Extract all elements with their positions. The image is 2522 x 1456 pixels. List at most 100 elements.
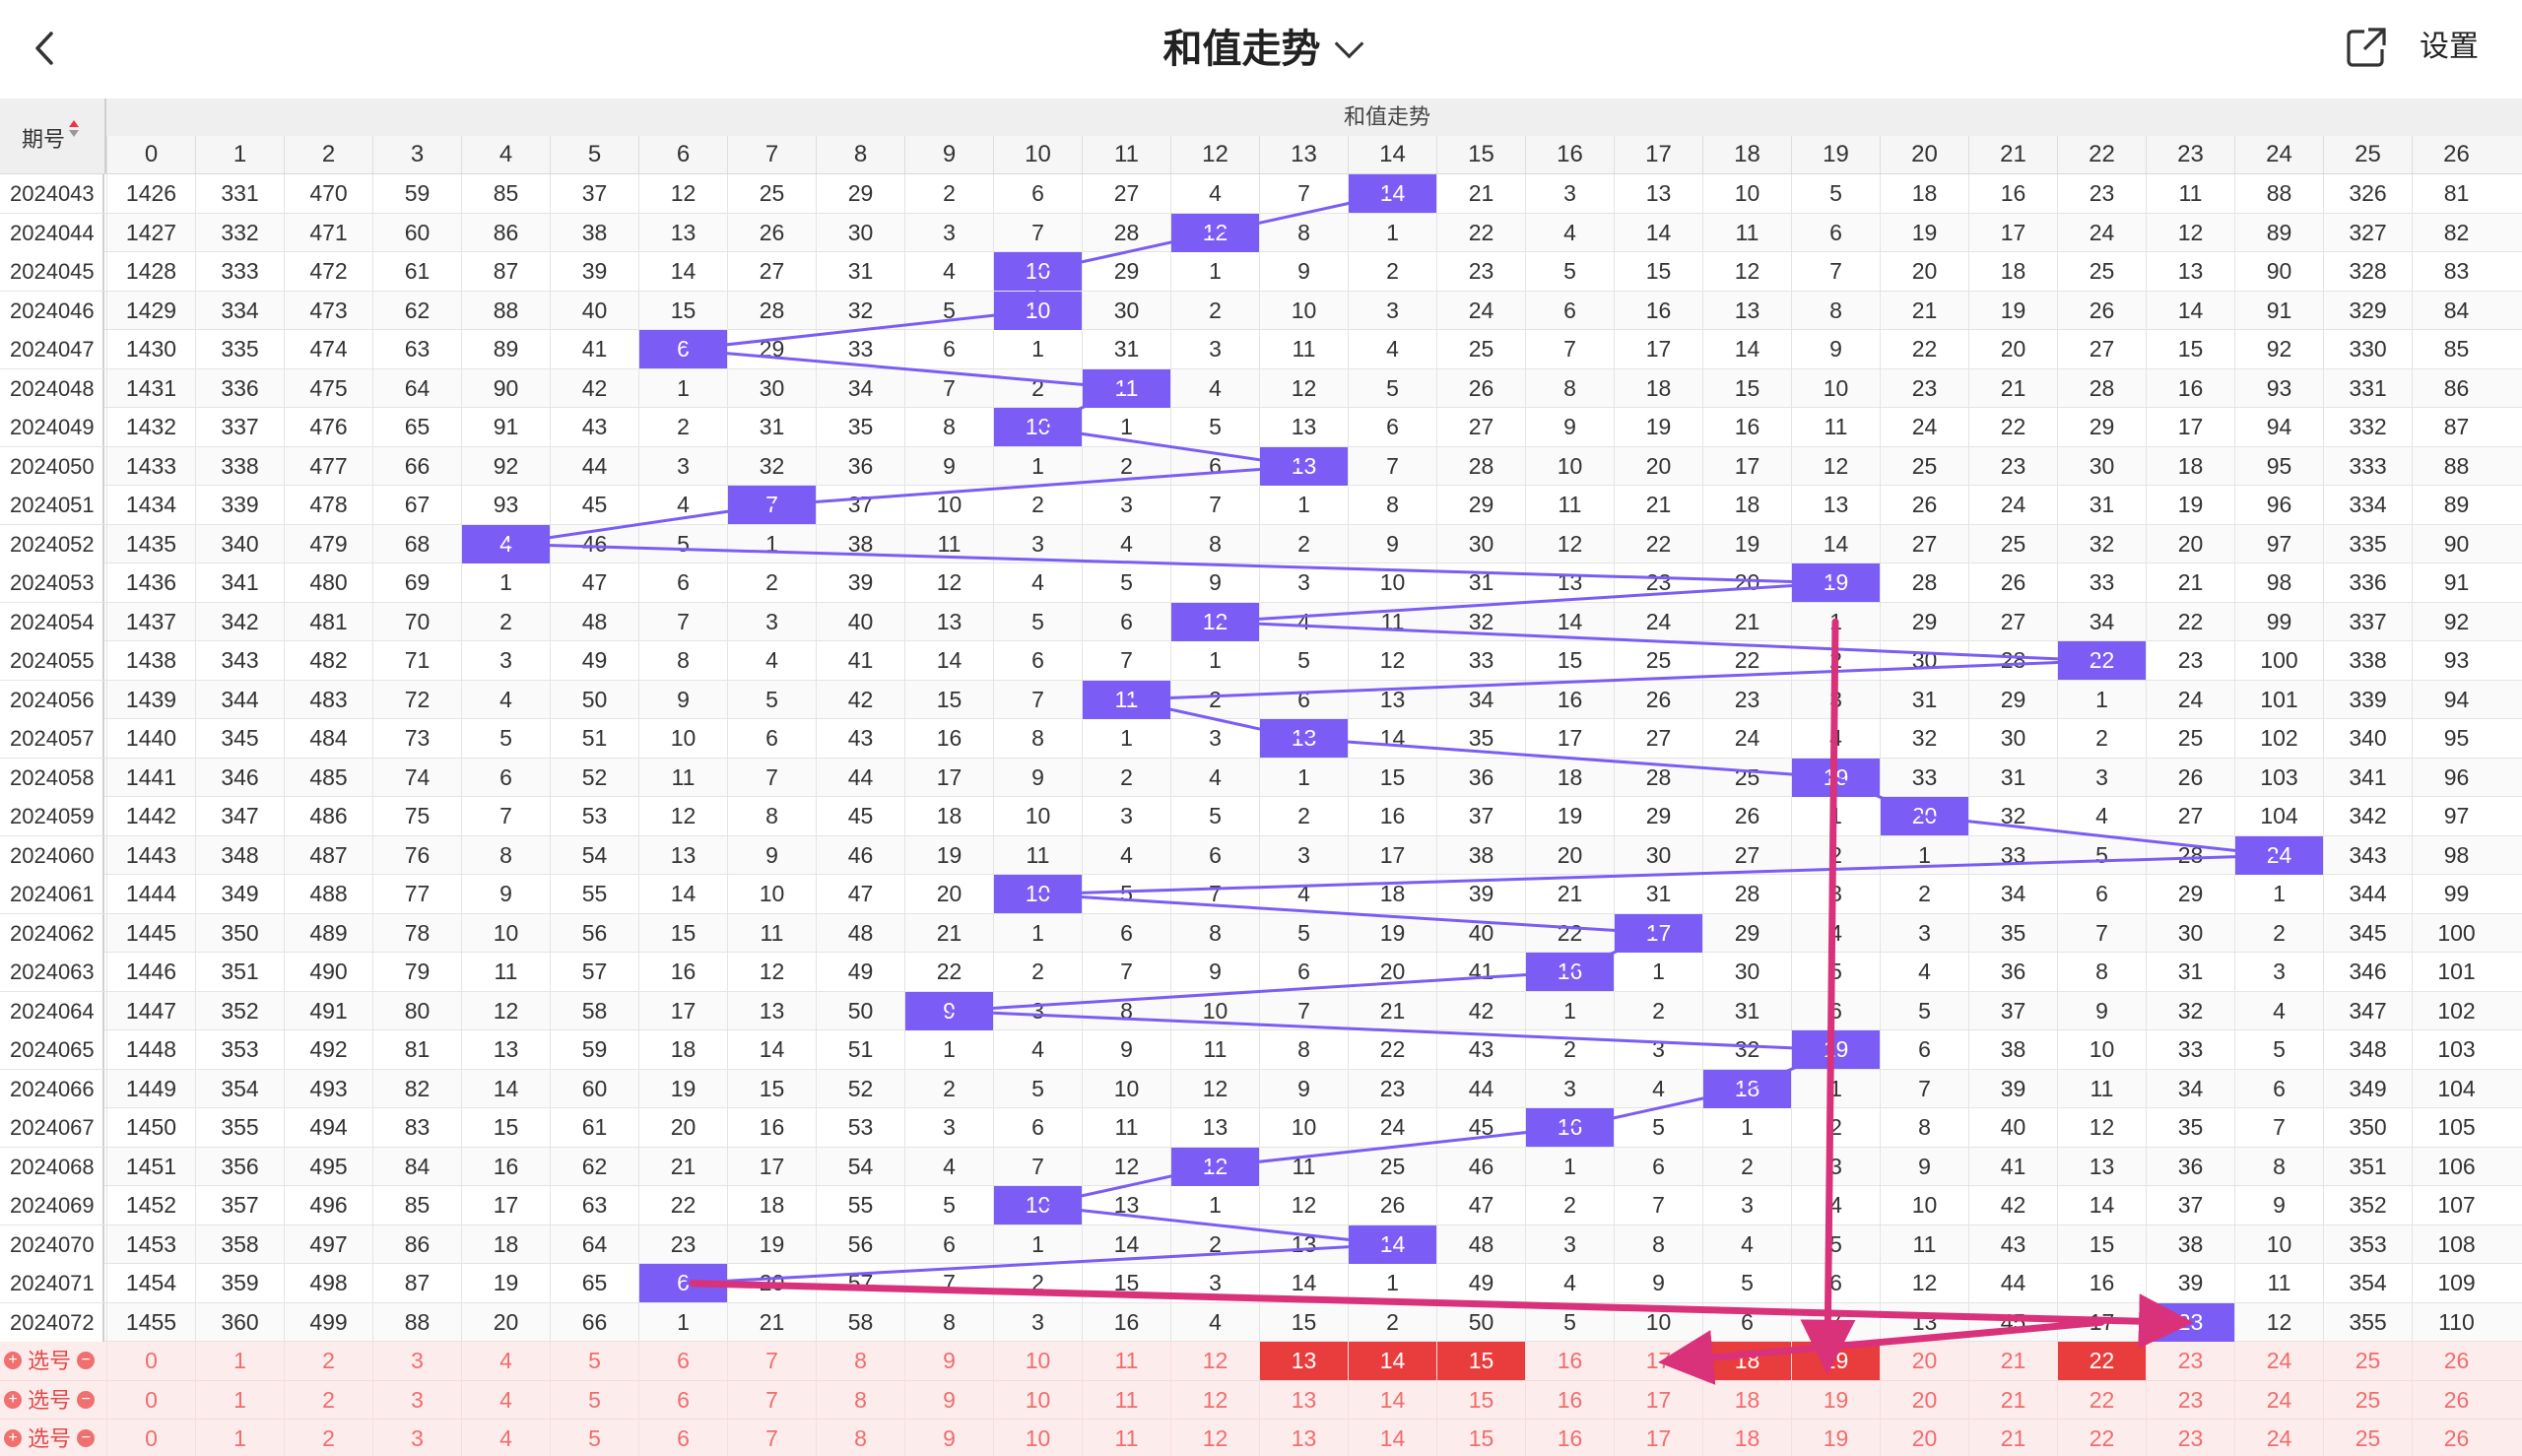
select-number-cell[interactable]: 14 (1348, 1380, 1436, 1420)
select-number-cell[interactable]: 23 (2146, 1342, 2234, 1380)
select-number-cell[interactable]: 6 (638, 1420, 727, 1456)
select-number-cell[interactable]: 21 (1968, 1420, 2057, 1456)
select-number-cell[interactable]: 20 (1880, 1420, 1968, 1456)
select-number-cell[interactable]: 2 (284, 1342, 372, 1380)
back-arrow-icon[interactable] (26, 26, 65, 71)
select-number-cell[interactable]: 26 (2412, 1342, 2500, 1380)
select-number-cell[interactable]: 22 (2057, 1380, 2146, 1420)
select-number-cell[interactable]: 18 (1702, 1420, 1791, 1456)
select-number-cell[interactable]: 25 (2323, 1380, 2412, 1420)
select-number-cell[interactable]: 16 (1525, 1420, 1614, 1456)
select-number-cell[interactable]: 0 (106, 1380, 195, 1420)
plus-circle-icon[interactable]: + (4, 1429, 22, 1448)
select-number-cell[interactable]: 21 (1968, 1380, 2057, 1420)
select-number-cell[interactable]: 20 (1880, 1380, 1968, 1420)
select-number-cell[interactable]: 4 (461, 1380, 550, 1420)
select-number-cell[interactable]: 2 (284, 1380, 372, 1420)
select-number-cell[interactable]: 11 (1082, 1380, 1170, 1420)
select-number-cell[interactable]: 8 (816, 1342, 904, 1380)
period-column-header[interactable]: 期号 (0, 99, 106, 173)
select-number-cell[interactable]: 5 (550, 1380, 638, 1420)
select-number-cell[interactable]: 17 (1614, 1342, 1702, 1380)
select-number-cell[interactable]: 25 (2323, 1420, 2412, 1456)
select-number-cell[interactable]: 15 (1436, 1380, 1525, 1420)
select-number-cell[interactable]: 7 (727, 1342, 816, 1380)
plus-circle-icon[interactable]: + (4, 1390, 22, 1409)
select-number-cell[interactable]: 5 (550, 1342, 638, 1380)
select-number-cell[interactable]: 23 (2146, 1380, 2234, 1420)
value-cell: 28 (2057, 368, 2146, 408)
select-number-cell[interactable]: 18 (1702, 1380, 1791, 1420)
select-number-cell[interactable]: 7 (727, 1420, 816, 1456)
select-number-cell[interactable]: 17 (1614, 1380, 1702, 1420)
select-number-cell[interactable]: 14 (1348, 1342, 1436, 1380)
select-number-cell[interactable]: 15 (1436, 1420, 1525, 1456)
select-number-cell[interactable]: 6 (638, 1342, 727, 1380)
select-row-label[interactable]: + 选号 − (4, 1342, 96, 1380)
select-number-cell[interactable]: 4 (461, 1342, 550, 1380)
select-number-cell[interactable]: 12 (1170, 1380, 1259, 1420)
minus-circle-icon[interactable]: − (77, 1429, 96, 1448)
value-cell: 59 (372, 174, 461, 213)
select-number-cell[interactable]: 8 (816, 1380, 904, 1420)
select-number-cell[interactable]: 10 (993, 1342, 1082, 1380)
select-number-cell[interactable]: 1 (195, 1420, 284, 1456)
select-number-cell[interactable]: 7 (727, 1380, 816, 1420)
select-number-cell[interactable]: 16 (1525, 1342, 1614, 1380)
share-icon[interactable] (2345, 26, 2388, 69)
select-number-cell[interactable]: 12 (1170, 1420, 1259, 1456)
select-number-cell[interactable]: 26 (2412, 1380, 2500, 1420)
select-number-cell[interactable]: 13 (1259, 1342, 1348, 1380)
select-number-cell[interactable]: 25 (2323, 1342, 2412, 1380)
select-number-cell[interactable]: 5 (550, 1420, 638, 1456)
value-cell: 48 (550, 602, 638, 641)
page-title[interactable]: 和值走势 (0, 22, 2522, 77)
select-number-cell[interactable]: 19 (1791, 1380, 1880, 1420)
select-row-label[interactable]: + 选号 − (4, 1420, 96, 1456)
select-number-cell[interactable]: 9 (904, 1342, 993, 1380)
select-number-cell[interactable]: 19 (1791, 1420, 1880, 1456)
select-number-cell[interactable]: 19 (1791, 1342, 1880, 1380)
select-number-cell[interactable]: 1 (195, 1380, 284, 1420)
select-number-cell[interactable]: 1 (195, 1342, 284, 1380)
select-number-cell[interactable]: 21 (1968, 1342, 2057, 1380)
select-number-cell[interactable]: 26 (2412, 1420, 2500, 1456)
select-number-cell[interactable]: 24 (2234, 1420, 2323, 1456)
value-cell: 3 (1082, 797, 1170, 835)
value-cell: 31 (2146, 953, 2234, 991)
select-number-cell[interactable]: 10 (993, 1380, 1082, 1420)
select-number-cell[interactable]: 22 (2057, 1342, 2146, 1380)
plus-circle-icon[interactable]: + (4, 1352, 22, 1370)
select-number-cell[interactable]: 3 (372, 1420, 461, 1456)
select-number-cell[interactable]: 24 (2234, 1342, 2323, 1380)
select-number-cell[interactable]: 17 (1614, 1420, 1702, 1456)
select-number-cell[interactable]: 13 (1259, 1420, 1348, 1456)
select-number-cell[interactable]: 8 (816, 1420, 904, 1456)
select-number-cell[interactable]: 0 (106, 1342, 195, 1380)
minus-circle-icon[interactable]: − (77, 1352, 96, 1370)
select-number-cell[interactable]: 2 (284, 1420, 372, 1456)
select-number-cell[interactable]: 12 (1170, 1342, 1259, 1380)
select-number-cell[interactable]: 4 (461, 1420, 550, 1456)
select-number-cell[interactable]: 6 (638, 1380, 727, 1420)
select-number-cell[interactable]: 20 (1880, 1342, 1968, 1380)
select-number-cell[interactable]: 24 (2234, 1380, 2323, 1420)
select-number-cell[interactable]: 3 (372, 1380, 461, 1420)
select-number-cell[interactable]: 18 (1702, 1342, 1791, 1380)
select-number-cell[interactable]: 14 (1348, 1420, 1436, 1456)
select-row-label[interactable]: + 选号 − (4, 1381, 96, 1420)
select-number-cell[interactable]: 23 (2146, 1420, 2234, 1456)
select-number-cell[interactable]: 16 (1525, 1380, 1614, 1420)
select-number-cell[interactable]: 22 (2057, 1420, 2146, 1456)
select-number-cell[interactable]: 9 (904, 1380, 993, 1420)
settings-button[interactable]: 设置 (2420, 31, 2479, 63)
select-number-cell[interactable]: 11 (1082, 1342, 1170, 1380)
select-number-cell[interactable]: 9 (904, 1420, 993, 1456)
select-number-cell[interactable]: 3 (372, 1342, 461, 1380)
select-number-cell[interactable]: 0 (106, 1420, 195, 1456)
minus-circle-icon[interactable]: − (77, 1390, 96, 1409)
select-number-cell[interactable]: 15 (1436, 1342, 1525, 1380)
select-number-cell[interactable]: 13 (1259, 1380, 1348, 1420)
select-number-cell[interactable]: 10 (993, 1420, 1082, 1456)
select-number-cell[interactable]: 11 (1082, 1420, 1170, 1456)
